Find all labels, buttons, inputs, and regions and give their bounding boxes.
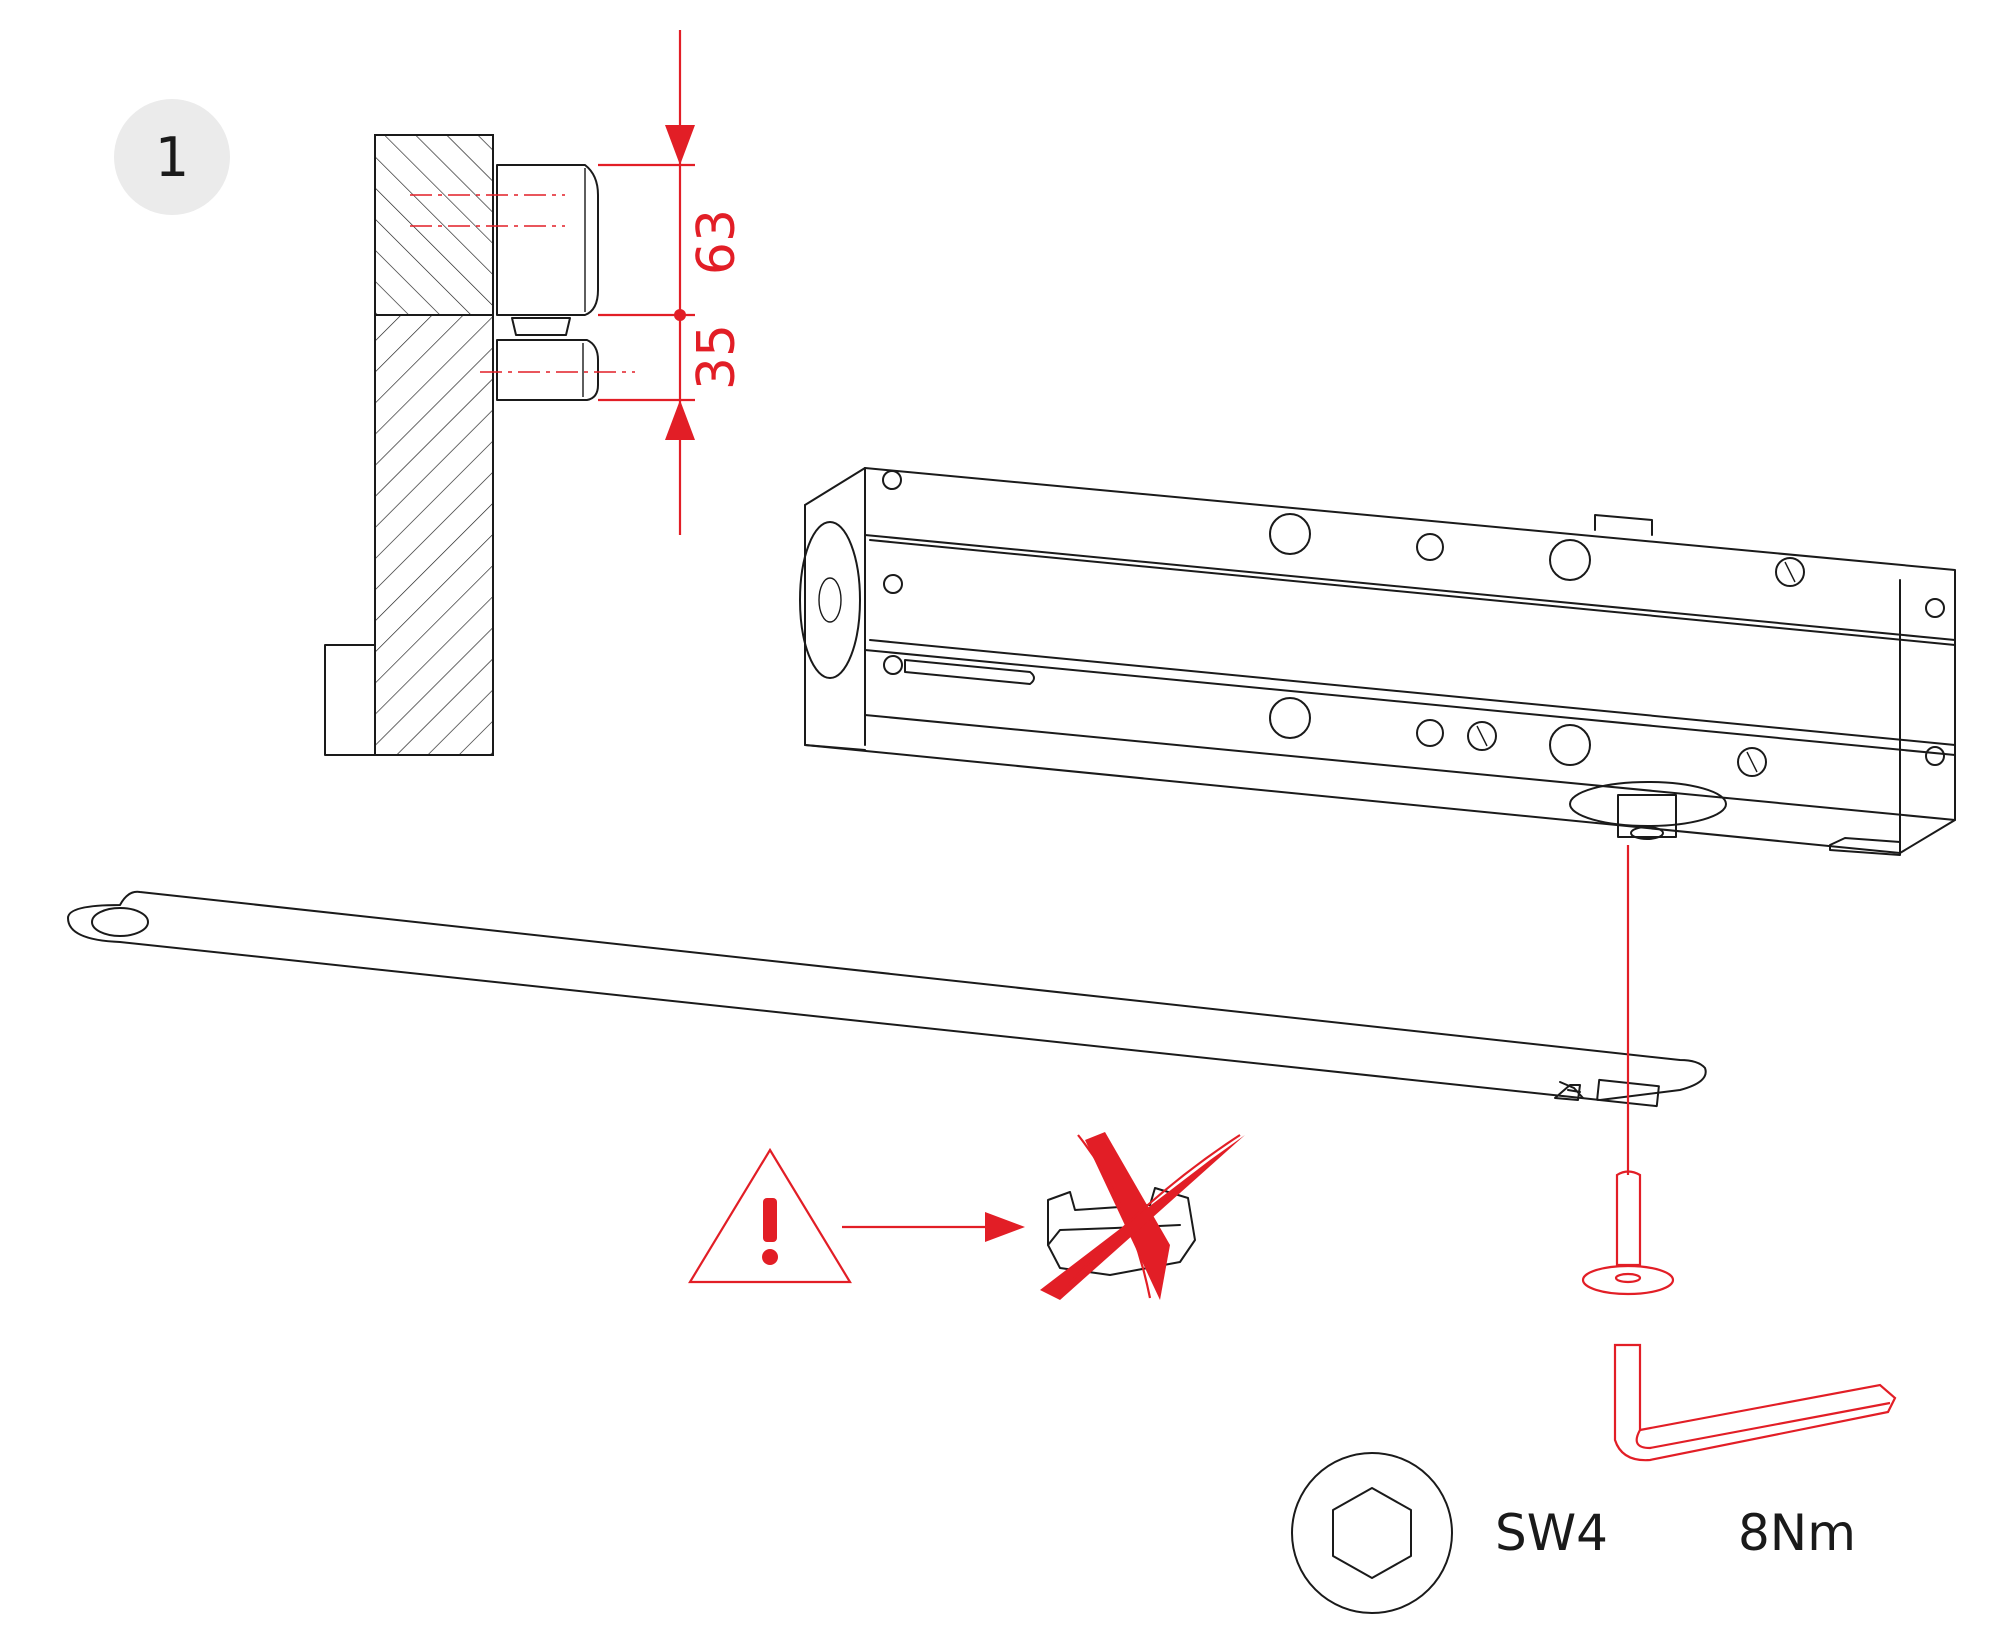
tool-spec: SW4 8Nm: [1291, 1452, 1856, 1614]
arrow-up-icon: [665, 400, 695, 440]
door-frame-section: [374, 134, 494, 316]
door-stop: [324, 644, 376, 756]
hex-key-icon: [1613, 1343, 1897, 1462]
dimension-top-label: 63: [687, 209, 747, 275]
warning-section: [688, 1132, 1245, 1300]
step-number: 1: [155, 126, 189, 189]
side-section-view: [324, 134, 635, 756]
torque-label: 8Nm: [1738, 1504, 1856, 1562]
closer-arm: [67, 890, 1707, 1108]
adjustment-screw-icon: [882, 470, 1945, 618]
tool-size-label: SW4: [1495, 1504, 1608, 1562]
mounting-plate-side: [496, 339, 599, 401]
arrow-down-icon: [665, 125, 695, 165]
fixing-screw: [1581, 845, 1675, 1296]
arrow-right-icon: [985, 1212, 1025, 1242]
door-leaf-section: [374, 314, 494, 756]
dimension-bottom-label: 35: [687, 324, 747, 390]
end-cap-disc: [799, 521, 861, 679]
closer-body-side: [496, 164, 599, 316]
warning-triangle-icon: [688, 1147, 852, 1284]
mounting-screw-icon: [883, 655, 1945, 777]
arm-shoe: [511, 317, 571, 336]
crossed-out-nut-icon: [1040, 1132, 1245, 1300]
dimension-annotation: 63 35: [598, 30, 747, 535]
door-closer-body: [799, 467, 1956, 856]
hex-socket-icon: [1291, 1452, 1453, 1614]
pinion-shaft: [1617, 794, 1677, 838]
step-badge: 1: [114, 99, 230, 215]
screw-icon: [1615, 1170, 1642, 1267]
